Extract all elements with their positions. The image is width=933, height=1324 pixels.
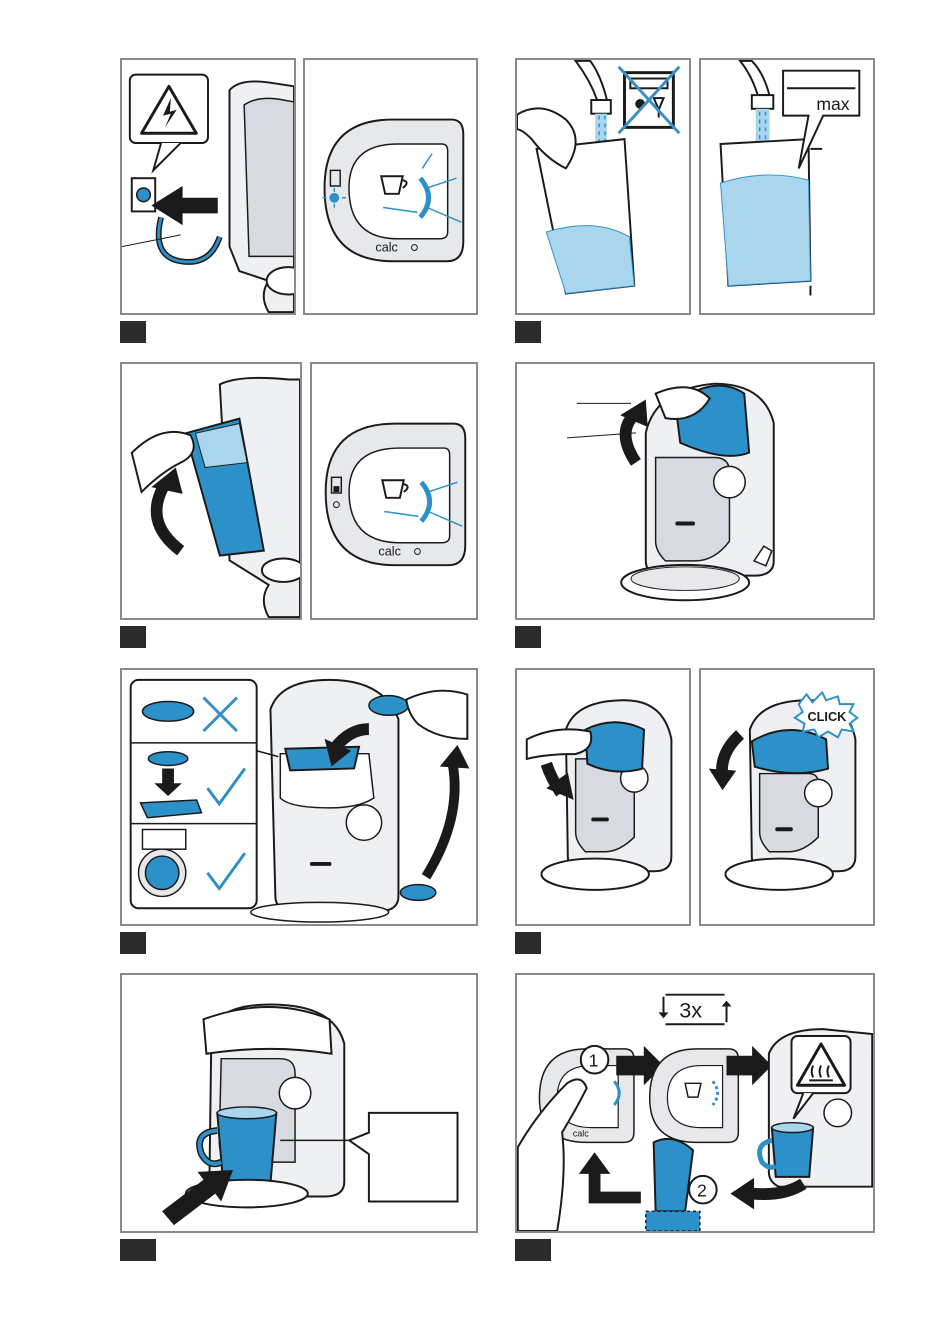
panel-rinse-cycle: 3x calc 1 xyxy=(515,973,875,1233)
panel-close-lid xyxy=(515,668,691,926)
calc-label: calc xyxy=(378,544,401,558)
step-marker xyxy=(120,626,146,648)
step-two-marker: 2 xyxy=(697,1181,707,1201)
panel-insert-tank xyxy=(120,362,302,620)
panel-lid-click: CLICK xyxy=(699,668,875,926)
curved-arrow-icon xyxy=(620,399,648,462)
panel-plug-in xyxy=(120,58,296,315)
step-marker xyxy=(515,1239,551,1261)
repeat-count-label: 3x xyxy=(679,997,702,1022)
step-marker xyxy=(515,321,541,343)
curved-arrow-icon xyxy=(709,734,740,790)
panel-place-cup xyxy=(120,973,478,1233)
step-one-marker: 1 xyxy=(589,1051,599,1071)
step-marker xyxy=(515,932,541,954)
step-marker xyxy=(120,932,146,954)
max-label: max xyxy=(816,94,849,114)
click-label: CLICK xyxy=(808,710,848,724)
panel-insert-disc xyxy=(120,668,478,926)
step-marker xyxy=(120,1239,156,1261)
panel-display-blinking: calc xyxy=(303,58,478,315)
panel-open-lid xyxy=(515,362,875,620)
panel-fill-tank xyxy=(515,58,691,315)
panel-display-tank-ok: calc xyxy=(310,362,478,620)
no-dishwasher-icon xyxy=(619,67,680,133)
step-marker xyxy=(120,321,146,343)
calc-label: calc xyxy=(375,240,398,254)
panel-fill-max: max xyxy=(699,58,875,315)
power-socket-icon xyxy=(132,178,155,211)
step-marker xyxy=(515,626,541,648)
calc-label: calc xyxy=(573,1128,589,1138)
